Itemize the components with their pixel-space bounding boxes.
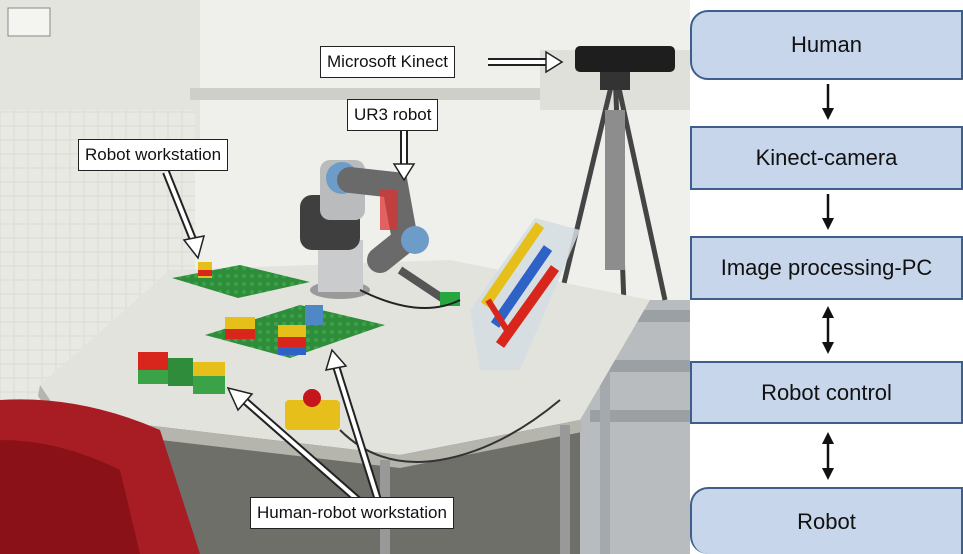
lab-photo: Microsoft Kinect UR3 robot Robot worksta…: [0, 0, 690, 554]
tripod-leg-left: [557, 69, 618, 301]
brick-magazine: [470, 218, 580, 370]
arrow-robot-workstation: [162, 170, 206, 260]
tripod-column: [605, 110, 625, 270]
connector-imageproc-robotcontrol: [822, 306, 834, 354]
flow-node-kinect-camera: Kinect-camera: [690, 126, 963, 190]
label-robot-workstation: Robot workstation: [78, 139, 229, 171]
emergency-stop-button: [303, 389, 321, 407]
arrow-human-robot-2: [324, 348, 382, 502]
tripod-leg-right: [612, 69, 668, 301]
table-edge: [38, 385, 582, 468]
wall-sign: [7, 7, 51, 37]
emergency-stop-box: [285, 400, 340, 430]
flow-node-human: Human: [690, 10, 963, 80]
arrow-kinect: [488, 50, 564, 74]
flow-connectors: [822, 84, 834, 480]
connector-kinect-imageproc: [822, 194, 834, 230]
label-microsoft-kinect: Microsoft Kinect: [320, 46, 455, 78]
flow-diagram: Human Kinect-camera Image processing-PC …: [690, 0, 963, 554]
flow-node-image-processing-pc: Image processing-PC: [690, 236, 963, 300]
lab-scene: [0, 0, 690, 554]
lego-stack: [138, 352, 168, 370]
arrow-ur3: [392, 130, 416, 182]
arrow-human-robot-1: [226, 386, 361, 504]
flow-node-robot: Robot: [690, 487, 963, 554]
label-ur3-robot: UR3 robot: [347, 99, 439, 131]
connector-robotcontrol-robot: [822, 432, 834, 480]
connector-human-kinect: [822, 84, 834, 120]
label-human-robot-workstation: Human-robot workstation: [250, 497, 454, 529]
flow-node-robot-control: Robot control: [690, 361, 963, 424]
robot-arm: [337, 167, 420, 273]
robot-gripper: [397, 266, 448, 304]
kinect-sensor: [575, 46, 675, 72]
